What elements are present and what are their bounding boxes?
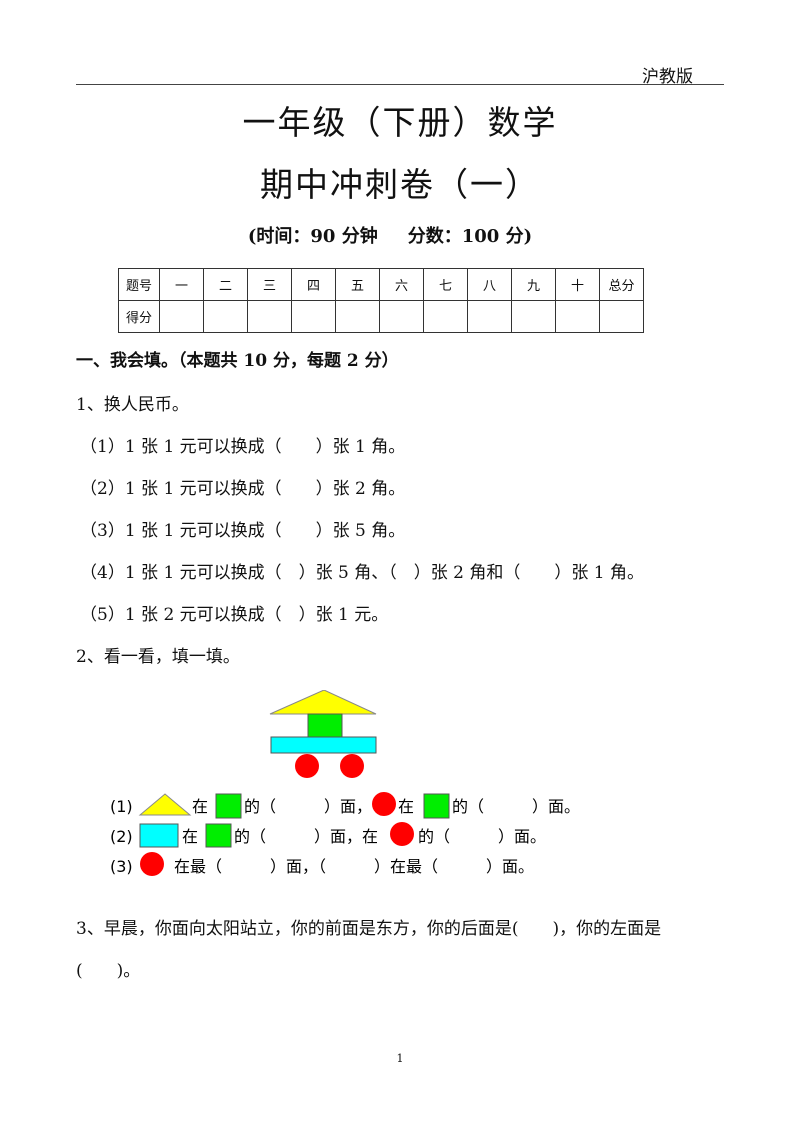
score-table-header-row: 题号 一 二 三 四 五 六 七 八 九 十 总分 [118,268,644,301]
table-cell: 九 [511,268,556,301]
score-input-cell[interactable] [291,300,336,333]
table-cell: 六 [379,268,424,301]
rectangle-icon [139,823,179,848]
question-text: 3、早晨，你面向太阳站立，你的前面是东方，你的后面是( )，你的左面是 [76,919,662,939]
table-cell: 二 [203,268,248,301]
score-input-cell[interactable] [423,300,468,333]
score-input-cell[interactable] [335,300,380,333]
question-item: （4）1 张 1 元可以换成（ ）张 5 角、（ ）张 2 角和（ ）张 1 角… [80,563,645,583]
question-item: （1）1 张 1 元可以换成（ ）张 1 角。 [80,437,406,457]
question-title: 2、看一看，填一填。 [76,647,240,667]
fig-line2-text-c: 的（ ）面。 [418,827,546,846]
page-number: 1 [396,1052,404,1065]
question-item: （2）1 张 1 元可以换成（ ）张 2 角。 [80,479,406,499]
score-input-cell[interactable] [379,300,424,333]
table-cell: 总分 [599,268,644,301]
score-input-cell[interactable] [555,300,600,333]
score-table-score-row: 得分 [118,300,644,333]
triangle-icon [138,793,192,816]
score-input-cell[interactable] [467,300,512,333]
square-shape [307,713,343,738]
exam-score: 分数：100 分) [407,226,533,247]
question-text: ( )。 [76,961,141,981]
score-input-cell[interactable] [203,300,248,333]
table-cell: 得分 [118,300,160,333]
fig-line2-text-b: 的（ ）面，在 [234,827,378,846]
exam-info: (时间：90 分钟 分数：100 分) [0,222,780,248]
fig-line2-text-a: 在 [182,827,198,846]
table-cell: 题号 [118,268,160,301]
question-item: （3）1 张 1 元可以换成（ ）张 5 角。 [80,521,406,541]
circle-icon [140,852,164,876]
fig-line1-text-c: 在 [398,797,414,816]
table-cell: 四 [291,268,336,301]
fig-line1-text-d: 的（ ）面。 [452,797,580,816]
score-input-cell[interactable] [159,300,204,333]
shapes-figure: (1) 在 的（ ）面， 在 的（ ）面。 (2) 在 的（ ）面，在 的（ ）… [110,690,580,876]
square-icon [215,793,242,819]
square-icon [205,823,232,848]
page-title: 一年级（下册）数学 [242,103,558,142]
question-item: （5）1 张 2 元可以换成（ ）张 1 元。 [80,605,389,625]
score-input-cell[interactable] [511,300,556,333]
table-cell: 七 [423,268,468,301]
question-title: 1、换人民币。 [76,395,189,415]
fig-line1-text-a: 在 [192,797,208,816]
fig-line1-text-b: 的（ ）面， [244,797,372,816]
circle-icon [372,792,396,816]
circle-shape [295,754,319,778]
circle-shape [340,754,364,778]
section-heading: 一、我会填。（本题共 10 分，每题 2 分） [76,351,399,371]
circle-icon [390,822,414,846]
table-cell: 八 [467,268,512,301]
table-cell: 十 [555,268,600,301]
table-cell: 三 [247,268,292,301]
fig-line3-number: (3) [110,857,133,876]
table-cell: 一 [159,268,204,301]
score-table: 题号 一 二 三 四 五 六 七 八 九 十 总分 得分 [118,268,644,333]
table-cell: 五 [335,268,380,301]
score-input-cell[interactable] [247,300,292,333]
rectangle-shape [270,736,377,754]
score-input-cell[interactable] [599,300,644,333]
page-subtitle: 期中冲刺卷（一） [260,165,540,204]
square-icon [423,793,450,819]
fig-line3-text: 在最（ ）面，（ ）在最（ ）面。 [174,857,534,876]
exam-time: (时间：90 分钟 [247,226,378,247]
fig-line1-number: (1) [110,797,133,816]
fig-line2-number: (2) [110,827,133,846]
edition-label: 沪教版 [642,67,693,87]
header-rule [76,84,724,85]
triangle-shape [269,690,377,715]
